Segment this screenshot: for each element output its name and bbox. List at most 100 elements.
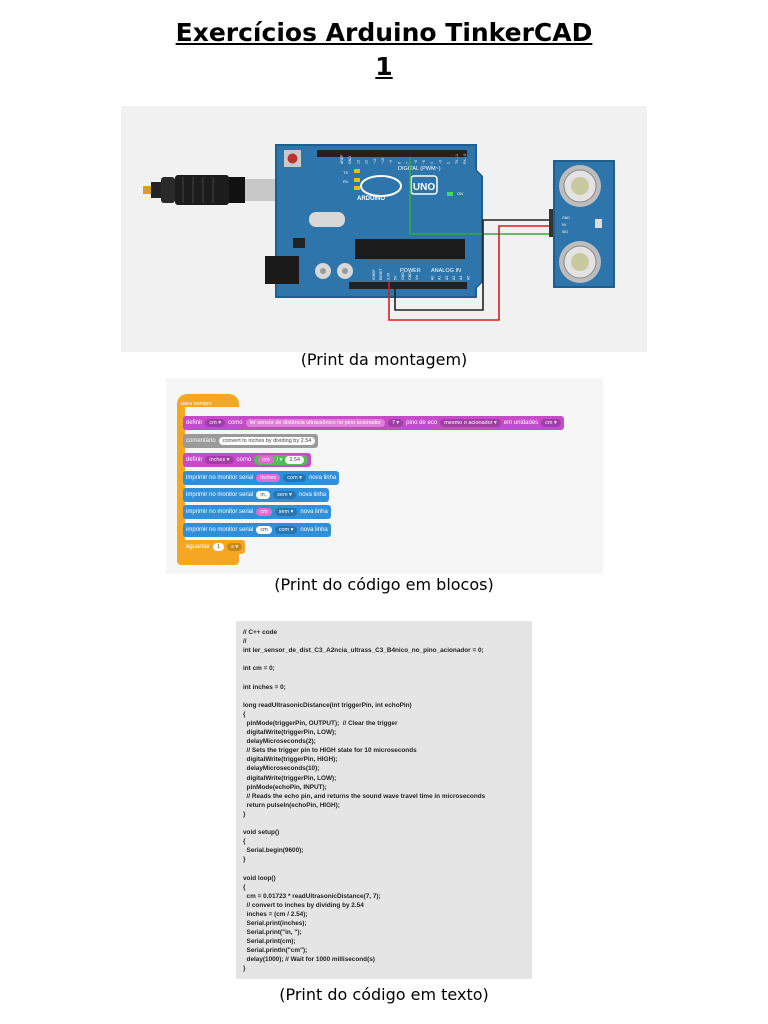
as-label: como xyxy=(236,457,252,463)
digital-pin-label: AREF xyxy=(340,155,344,164)
block-print-cm-text: imprimir no monitor serial cm com ▾ nova… xyxy=(183,523,331,537)
code-image xyxy=(236,621,532,979)
wire-ground xyxy=(394,219,551,311)
sensor-block-label: ler sensor de distância ultrassônico no … xyxy=(245,419,385,427)
print-label: imprimir no monitor serial xyxy=(186,527,254,533)
echo-pin-label: pino de eco xyxy=(406,420,438,426)
block-comment: comentário convert to inches by dividing… xyxy=(183,434,319,448)
newline-label: nova linha xyxy=(308,475,337,481)
wait-unit-dropdown: s ▾ xyxy=(227,543,243,551)
usb-cable xyxy=(143,175,281,205)
divide-op: / ▾ xyxy=(276,457,283,463)
newline-dropdown: com ▾ xyxy=(274,526,298,534)
newline-dropdown: com ▾ xyxy=(283,474,306,482)
print-value: cm xyxy=(256,526,272,534)
echo-pin-dropdown: mesmo o acionador ▾ xyxy=(440,419,501,427)
bottom-pin-label: GND xyxy=(408,272,412,280)
digital-pin-label: 7 xyxy=(406,162,410,164)
document-title: Exercícios Arduino TinkerCAD xyxy=(175,18,593,47)
bottom-pin-label: A1 xyxy=(438,276,442,280)
print-label: imprimir no monitor serial xyxy=(186,509,254,515)
wires xyxy=(388,157,551,321)
print-value: cm xyxy=(256,508,272,516)
bottom-pin-label: 5V xyxy=(394,275,398,280)
caption-circuit: (Print da montagem) xyxy=(300,350,468,369)
digital-pin-label: ~5 xyxy=(422,160,426,164)
var-dropdown: inches ▾ xyxy=(205,456,234,464)
digital-pin-label: ~3 xyxy=(438,160,442,164)
bottom-pin-label: IOREF xyxy=(372,269,376,280)
newline-dropdown: sem ▾ xyxy=(273,491,296,499)
arduino-brand: ARDUINO xyxy=(357,196,385,202)
forever-arm xyxy=(177,407,185,554)
bottom-pin-label: A3 xyxy=(452,276,456,280)
block-define-cm: definir cm ▾ como ler sensor de distânci… xyxy=(183,416,564,430)
print-label: imprimir no monitor serial xyxy=(186,475,254,481)
bottom-pin-label: A4 xyxy=(459,276,463,280)
wait-value: 1 xyxy=(213,543,225,551)
units-label: em unidades xyxy=(503,420,539,426)
digital-pin-label: 8 xyxy=(397,162,401,164)
print-value: in, xyxy=(256,491,271,499)
forever-hat: para sempre xyxy=(177,394,239,407)
trigger-pin-dropdown: 7 ▾ xyxy=(387,419,404,427)
var-dropdown: cm ▾ xyxy=(205,419,225,427)
divisor-value: 2.54 xyxy=(285,456,305,464)
sensor-pin-5v: 5V xyxy=(562,223,567,227)
tx-label: TX xyxy=(343,170,348,175)
on-label: ON xyxy=(457,191,463,196)
wire-signal xyxy=(409,157,551,235)
bottom-pin-label: A2 xyxy=(445,276,449,280)
caption-blocks: (Print do código em blocos) xyxy=(274,575,494,594)
block-print-cm-var: imprimir no monitor serial cm sem ▾ nova… xyxy=(183,505,331,519)
digital-pin-label: ~11 xyxy=(373,158,377,164)
power-label: POWER xyxy=(400,268,421,274)
bottom-pin-label: A5 xyxy=(466,276,470,280)
digital-pin-label: ~10 xyxy=(381,158,385,164)
circuit-drawing: DIGITAL (PWM~) ARDUINO UNO POWER ANALOG … xyxy=(143,144,615,321)
units-dropdown: cm ▾ xyxy=(541,419,561,427)
newline-label: nova linha xyxy=(298,492,327,498)
digital-pin-label: ~6 xyxy=(414,160,418,164)
digital-pin-label: 4 xyxy=(430,162,434,164)
digital-pin-label: 13 xyxy=(356,160,360,164)
analog-label: ANALOG IN xyxy=(431,268,461,274)
block-define-inches: definir inches ▾ como cm / ▾ 2.54 xyxy=(183,453,312,467)
wait-label: aguardar xyxy=(186,544,211,550)
block-print-inches: imprimir no monitor serial inches com ▾ … xyxy=(183,471,340,485)
digital-label: DIGITAL (PWM~) xyxy=(398,166,441,172)
forever-foot xyxy=(177,554,239,565)
comment-text: convert to inches by dividing by 2.54 xyxy=(218,437,316,445)
bottom-pin-label: RESET xyxy=(379,267,383,280)
forever-label: para sempre xyxy=(181,401,212,407)
define-label: definir xyxy=(186,420,203,426)
print-value: inches xyxy=(256,474,281,482)
digital-pin-label: GND xyxy=(348,156,352,164)
exercise-number: 1 xyxy=(375,52,393,81)
caption-code: (Print do código em texto) xyxy=(279,985,489,1004)
code-text: // C++ code // int ler_sensor_de_dist_C3… xyxy=(243,629,486,973)
bottom-pin-label: A0 xyxy=(430,276,434,280)
newline-dropdown: sem ▾ xyxy=(274,508,298,516)
digital-pin-label: ~9 xyxy=(389,160,393,164)
bottom-pin-label: GND xyxy=(401,272,405,280)
digital-pin-label: 2 xyxy=(447,162,451,164)
arduino-board xyxy=(265,144,483,298)
block-wait: aguardar 1 s ▾ xyxy=(183,540,246,554)
sensor-pin-gnd: GND xyxy=(562,216,570,220)
print-label: imprimir no monitor serial xyxy=(186,492,254,498)
define-label: definir xyxy=(186,457,203,463)
uno-label: UNO xyxy=(413,182,435,193)
circuit-image: DIGITAL (PWM~) ARDUINO UNO POWER ANALOG … xyxy=(121,106,647,352)
wire-5v xyxy=(388,225,551,321)
sensor-pin-sig: SIG xyxy=(562,230,568,234)
cm-var: cm xyxy=(258,456,274,464)
blocks-image: para sempre definir cm ▾ como ler sensor… xyxy=(166,378,603,574)
as-label: como xyxy=(227,420,243,426)
newline-label: nova linha xyxy=(300,527,328,533)
comment-label: comentário xyxy=(186,438,216,444)
block-print-in: imprimir no monitor serial in, sem ▾ nov… xyxy=(183,488,330,502)
divide-block: cm / ▾ 2.54 xyxy=(254,455,309,465)
bottom-pin-label: 3.3V xyxy=(386,272,390,280)
ultrasonic-sensor xyxy=(549,160,615,288)
